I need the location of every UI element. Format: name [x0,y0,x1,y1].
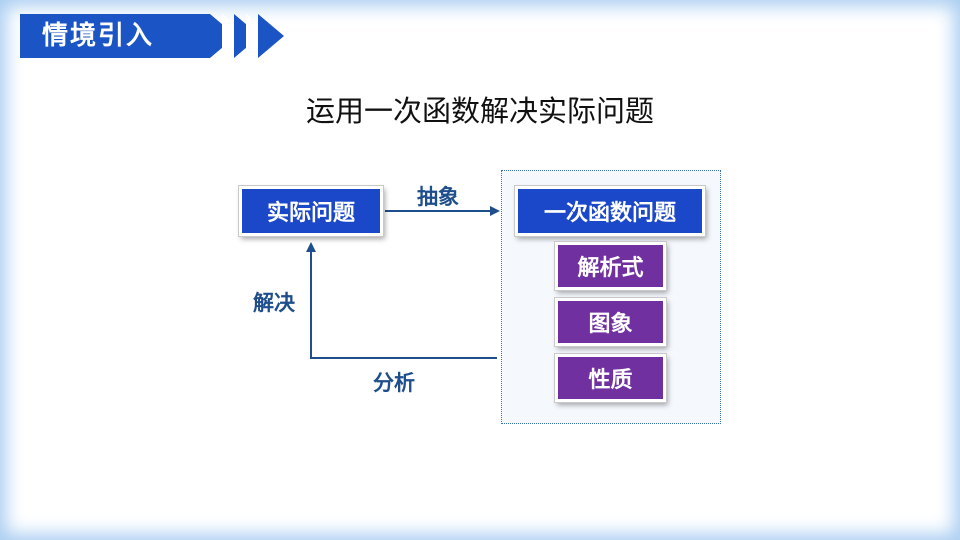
abstract-label: 抽象 [417,185,459,209]
solve-arrow [306,242,497,359]
property-node: 性质 [555,354,666,402]
real-problem-node: 实际问题 [239,186,383,236]
page-title: 运用一次函数解决实际问题 [305,94,654,128]
analyze-label: 分析 [373,371,415,395]
expression-node: 解析式 [555,242,666,290]
header-banner: 情境引入 [20,14,210,58]
chevron-right-icon [258,14,284,58]
solve-label: 解决 [253,291,295,315]
linear-function-problem-node: 一次函数问题 [515,186,705,236]
graph-node: 图象 [555,298,666,346]
